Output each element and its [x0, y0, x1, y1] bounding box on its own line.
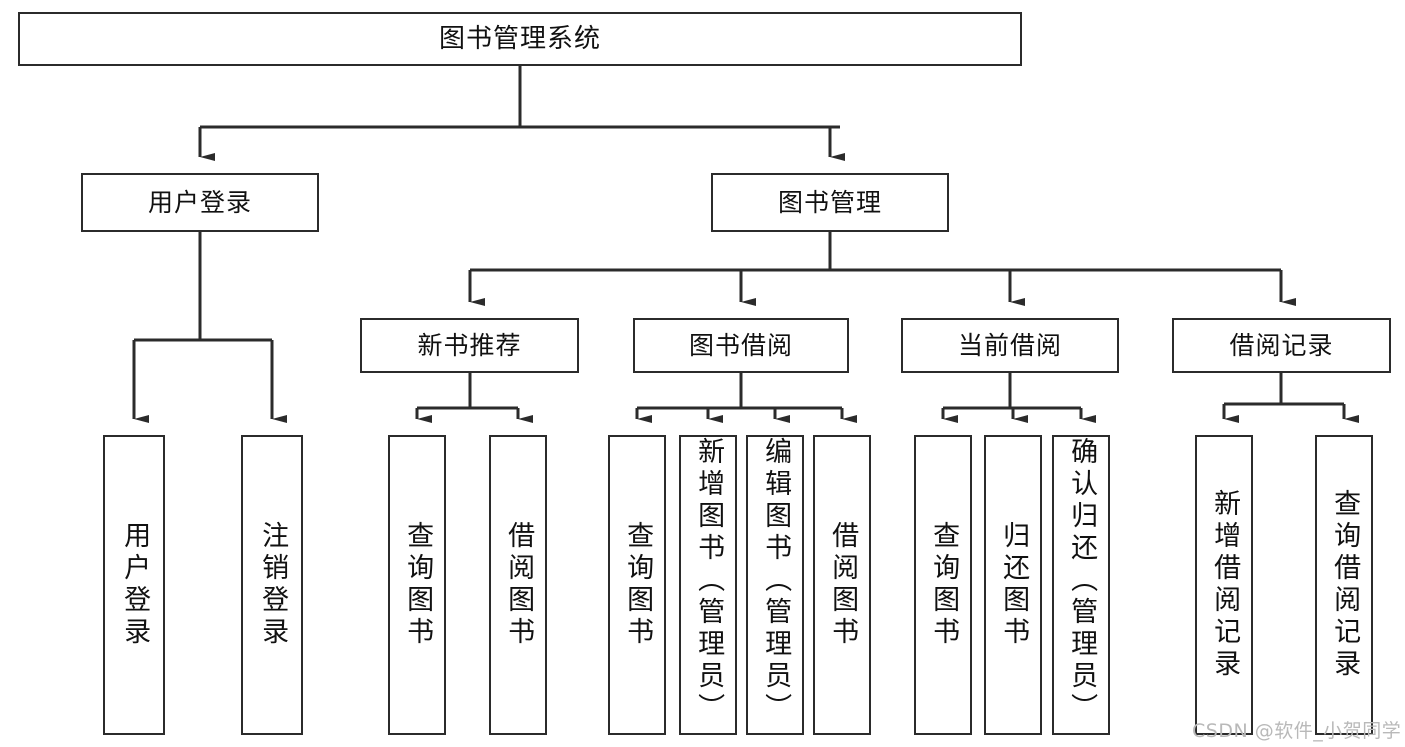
node-book-borrow[interactable]: 图书借阅	[633, 318, 849, 373]
node-label: 新书推荐	[417, 330, 522, 360]
leaf-newbook-query-book[interactable]: 查询图书	[388, 435, 446, 735]
leaf-borrow-query-book[interactable]: 查询图书	[608, 435, 666, 735]
node-current-borrow[interactable]: 当前借阅	[901, 318, 1119, 373]
leaf-label: 归还图书	[998, 521, 1030, 649]
leaf-newbook-borrow-book[interactable]: 借阅图书	[489, 435, 547, 735]
leaf-label: 查询图书	[402, 521, 434, 649]
node-root-system[interactable]: 图书管理系统	[18, 12, 1022, 66]
leaf-user-login[interactable]: 用户登录	[103, 435, 165, 735]
leaf-label: 查询借阅记录	[1329, 489, 1361, 681]
leaf-borrow-add-book-admin[interactable]: 新增图书（管理员）	[679, 435, 737, 735]
node-label: 用户登录	[147, 187, 252, 217]
node-user-login[interactable]: 用户登录	[81, 173, 319, 232]
csdn-watermark: CSDN @软件_小贺同学	[1192, 716, 1401, 743]
node-label: 借阅记录	[1229, 330, 1334, 360]
leaf-label: 借阅图书	[827, 521, 859, 649]
leaf-label: 编辑图书（管理员）	[760, 437, 792, 725]
node-label: 图书借阅	[688, 330, 793, 360]
node-label: 图书管理	[777, 187, 882, 217]
leaf-label: 注销登录	[257, 521, 289, 649]
node-label: 当前借阅	[957, 330, 1062, 360]
leaf-label: 查询图书	[622, 521, 654, 649]
leaf-user-logout[interactable]: 注销登录	[241, 435, 303, 735]
leaf-record-add-record[interactable]: 新增借阅记录	[1195, 435, 1253, 735]
leaf-current-return-book[interactable]: 归还图书	[984, 435, 1042, 735]
node-borrow-record[interactable]: 借阅记录	[1172, 318, 1391, 373]
node-label: 图书管理系统	[438, 23, 601, 54]
leaf-label: 新增图书（管理员）	[693, 437, 725, 725]
leaf-label: 查询图书	[928, 521, 960, 649]
leaf-label: 借阅图书	[503, 521, 535, 649]
watermark-text: CSDN @软件_小贺同学	[1192, 720, 1402, 742]
leaf-current-confirm-return-admin[interactable]: 确认归还（管理员）	[1052, 435, 1110, 735]
leaf-current-query-book[interactable]: 查询图书	[914, 435, 972, 735]
leaf-record-query-record[interactable]: 查询借阅记录	[1315, 435, 1373, 735]
node-book-management[interactable]: 图书管理	[711, 173, 949, 232]
leaf-borrow-edit-book-admin[interactable]: 编辑图书（管理员）	[746, 435, 804, 735]
leaf-borrow-lend-book[interactable]: 借阅图书	[813, 435, 871, 735]
leaf-label: 新增借阅记录	[1209, 489, 1241, 681]
leaf-label: 确认归还（管理员）	[1066, 437, 1098, 725]
node-new-book-recommend[interactable]: 新书推荐	[360, 318, 579, 373]
leaf-label: 用户登录	[119, 521, 151, 649]
